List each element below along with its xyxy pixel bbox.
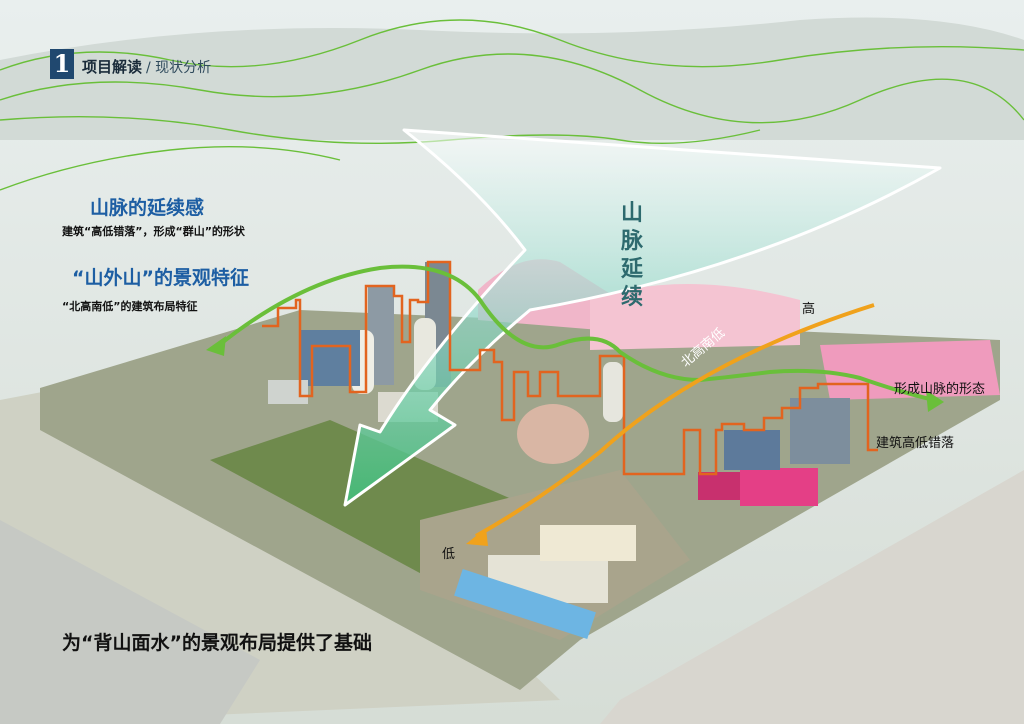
contour-line-4 xyxy=(0,145,341,191)
section-title: 项目解读 xyxy=(82,58,143,76)
note-mountain-continuity: 建筑“高低错落”，形成“群山”的形状 xyxy=(62,225,245,238)
contour-line-1 xyxy=(0,19,1024,71)
roof-pink-small-2 xyxy=(698,472,740,500)
mountain-extension-arrow xyxy=(343,128,942,507)
farmland-right xyxy=(600,470,1024,724)
label-building-height-variation: 建筑高低错落 xyxy=(876,436,955,451)
office-building-2 xyxy=(540,525,636,561)
village-bottom-left xyxy=(0,520,260,724)
label-form-mountain-shape: 形成山脉的形态 xyxy=(894,382,986,397)
silo-3 xyxy=(603,362,623,422)
label-mountain-extends: 山脉延续 xyxy=(620,201,643,310)
headline-mountain-continuity: 山脉的延续感 xyxy=(90,197,205,219)
conclusion-text: 为“背山面水”的景观布局提供了基础 xyxy=(62,632,372,654)
roof-pink-small xyxy=(740,468,818,506)
dome-storage xyxy=(517,404,589,464)
label-high: 高 xyxy=(802,302,816,317)
plant-block-mid xyxy=(724,430,780,470)
storage-shed-2 xyxy=(590,284,800,350)
slope-arrowhead xyxy=(466,528,488,546)
note-mountain-beyond: “北高南低”的建筑布局特征 xyxy=(62,300,198,313)
ridge-arrowhead-left xyxy=(206,336,226,356)
section-subtitle: / 现状分析 xyxy=(146,60,212,76)
slope-arrow-line xyxy=(475,303,875,538)
distant-hills xyxy=(0,17,1024,140)
label-low: 低 xyxy=(442,547,456,562)
headline-mountain-beyond: “山外山”的景观特征 xyxy=(72,267,249,289)
building-skyline-outline xyxy=(262,260,878,476)
section-number-badge: 1 xyxy=(50,49,74,79)
contour-line-2 xyxy=(0,53,1024,124)
blue-roof-building xyxy=(454,569,596,639)
site-offices xyxy=(268,380,308,404)
ridge-arrowhead-right xyxy=(926,390,944,412)
mountain-ridge-line xyxy=(216,264,935,402)
